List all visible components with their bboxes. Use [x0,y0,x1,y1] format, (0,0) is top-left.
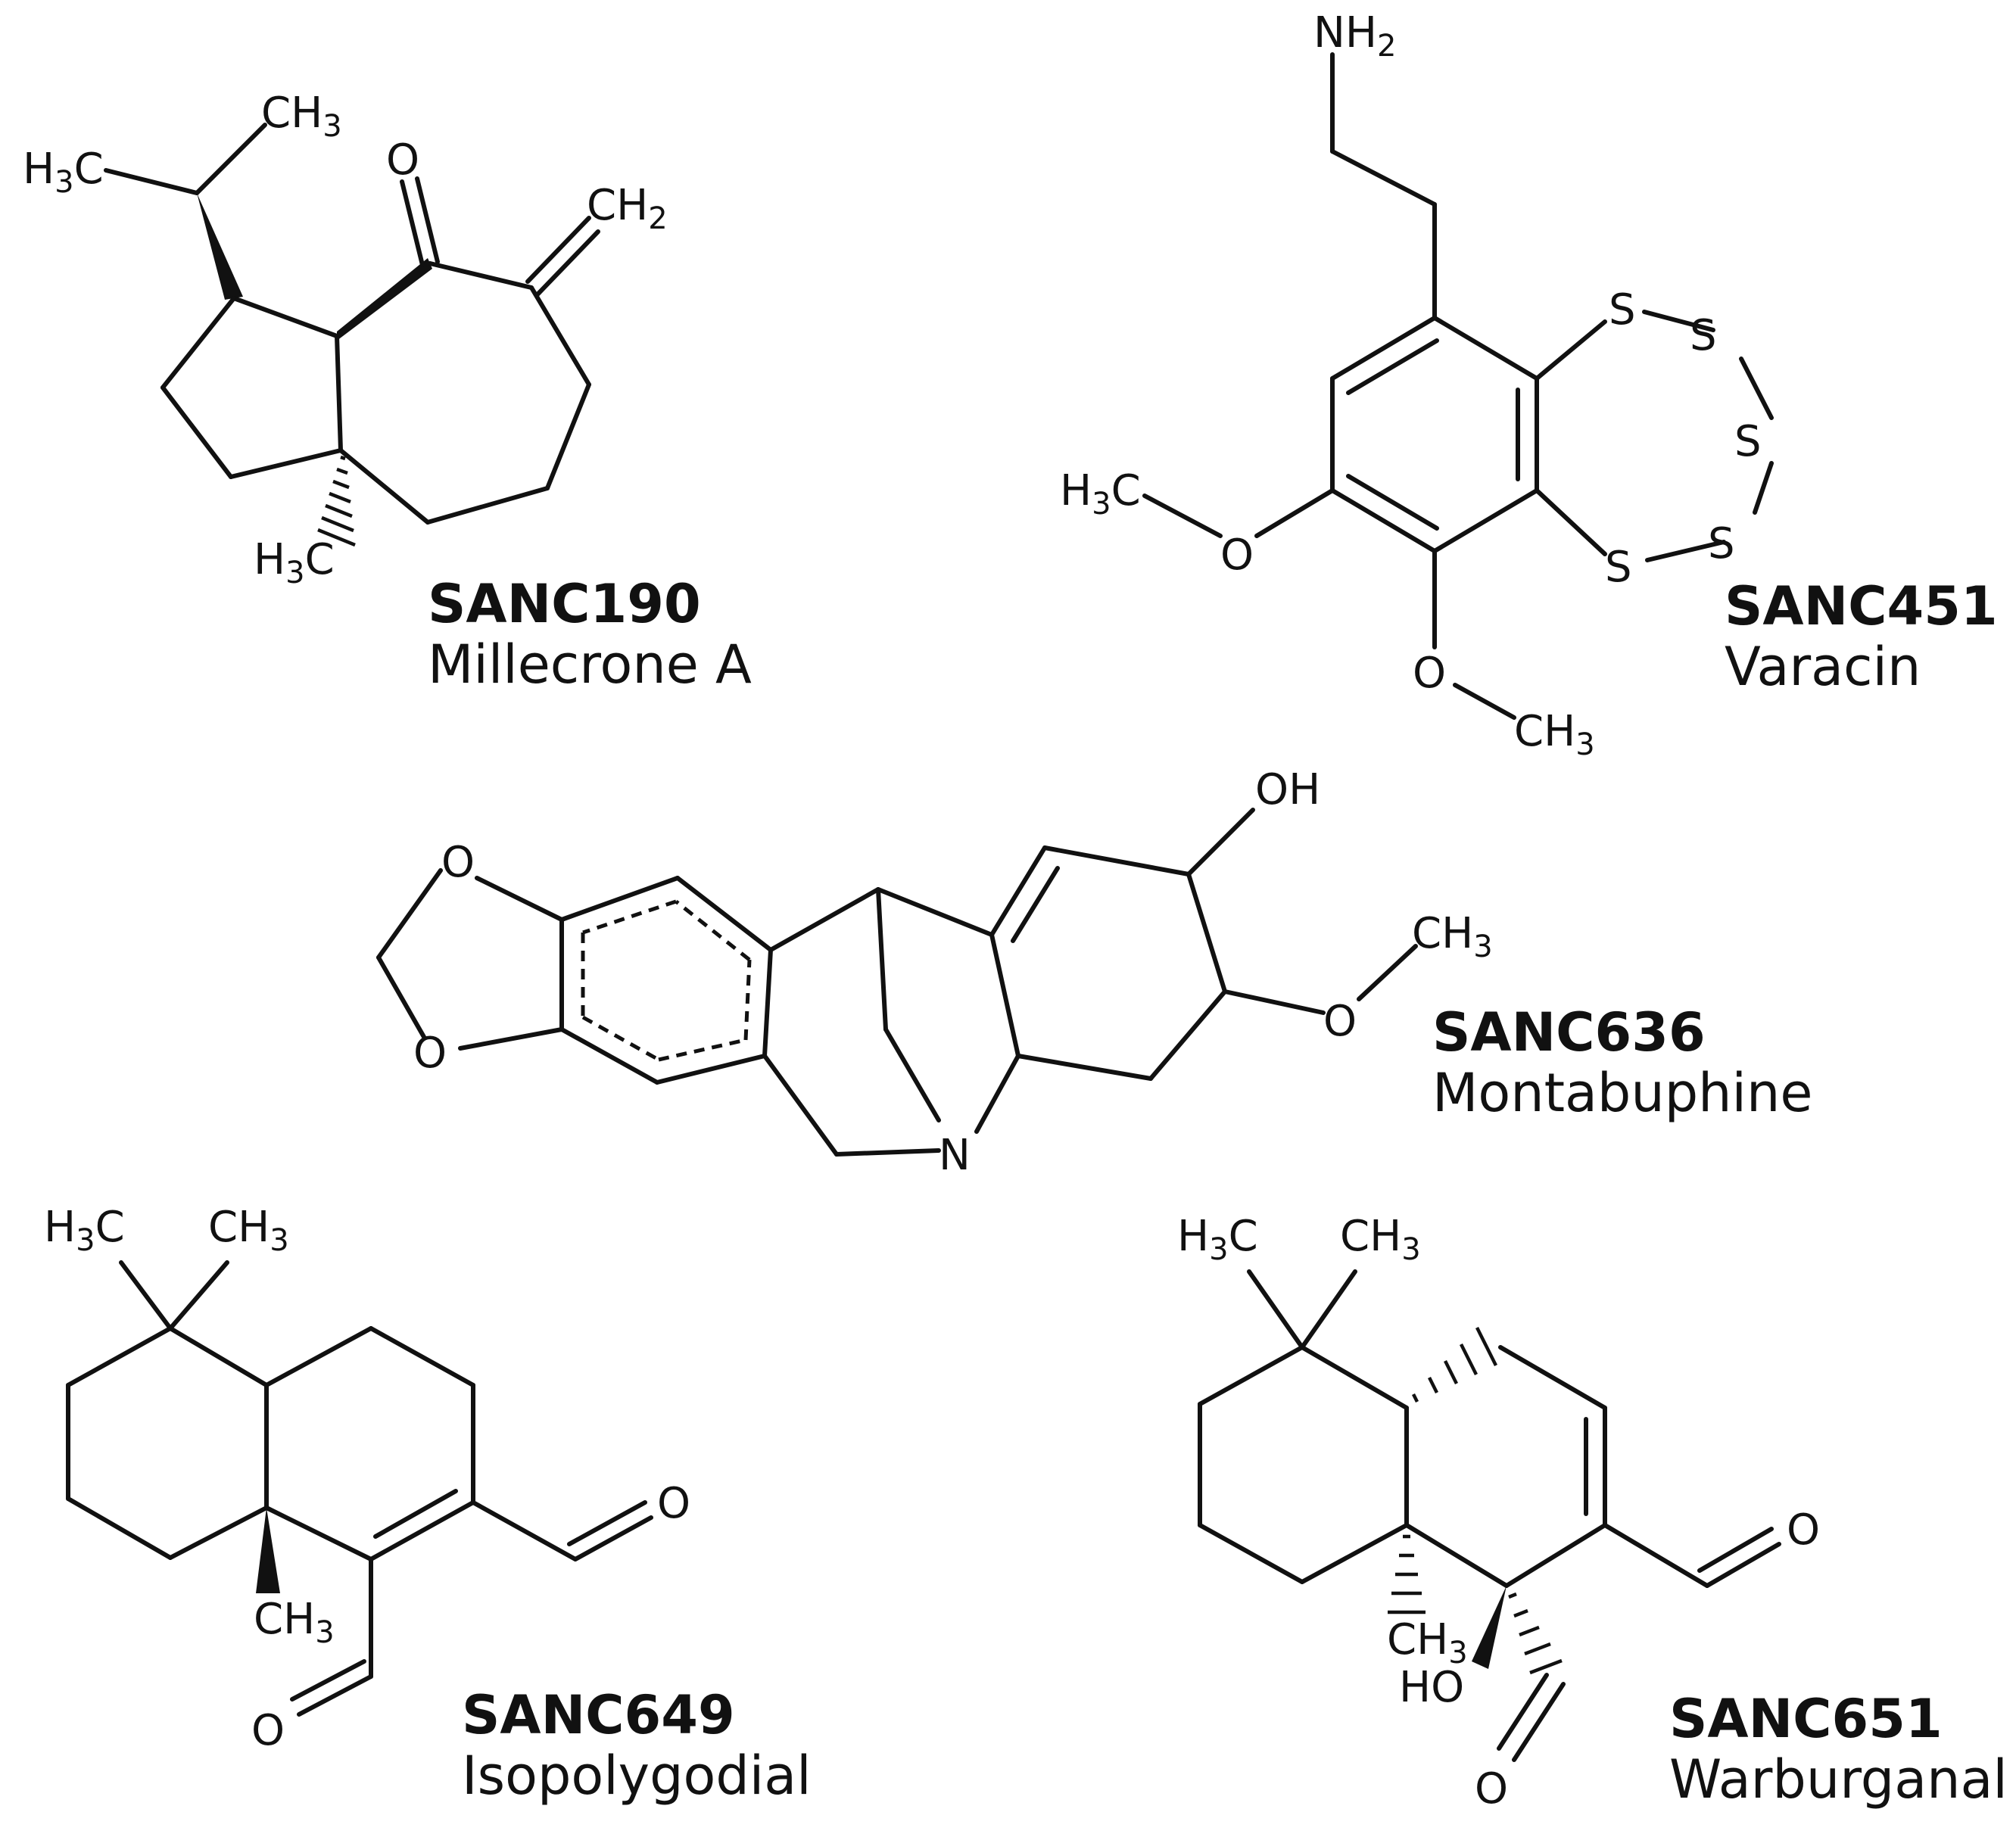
structure-sanc651: H3C CH3 CH3 HO O O [1177,1212,1820,1814]
atom-label: CH3 [261,89,342,144]
compound-name-sanc451: Varacin [1725,636,1921,698]
atom-label: CH3 [1514,707,1595,762]
hashed-bond [317,455,356,547]
atom-label: H3C [1060,466,1141,522]
compound-code-sanc651: SANC651 [1669,1688,1943,1750]
atom-label: OH [1255,765,1320,814]
atom-label: O [657,1479,690,1528]
atom-label: S [1605,543,1632,592]
structure-sanc649: H3C CH3 CH3 O O [44,1203,690,1755]
atom-label: NH2 [1313,8,1396,64]
atom-label: H3C [1177,1212,1258,1267]
atom-label: S [1609,285,1636,335]
atom-label: S [1690,311,1717,360]
structure-sanc451: NH2 S S S S S O O H3C CH3 [1060,8,1774,762]
atom-label: CH3 [1387,1615,1468,1670]
atom-label: H3C [44,1203,125,1258]
compound-name-sanc651: Warburganal [1669,1748,2008,1811]
structure-sanc190: H3C CH3 O CH2 H3C [23,89,668,590]
structure-sanc636: O O N OH O CH3 [376,765,1493,1180]
atom-label: O [1475,1764,1508,1814]
atom-label: CH3 [208,1203,289,1258]
atom-label: N [939,1131,971,1180]
compound-code-sanc190: SANC190 [428,573,701,635]
hashed-bond [1388,1534,1426,1614]
atom-label: H3C [254,535,335,590]
compound-name-sanc636: Montabuphine [1432,1062,1812,1124]
compound-name-sanc190: Millecrone A [428,634,752,696]
atom-label: HO [1399,1663,1464,1712]
atom-label: CH3 [254,1595,335,1650]
compound-name-sanc649: Isopolygodial [462,1745,812,1807]
atom-label: CH3 [1412,909,1493,964]
atom-label: H3C [23,145,104,200]
compound-code-sanc649: SANC649 [462,1684,735,1746]
atom-label: O [1787,1505,1820,1555]
atom-label: O [1323,997,1357,1046]
atom-label: CH2 [587,181,668,236]
atom-label: O [413,1029,447,1078]
atom-label: O [251,1706,285,1755]
compound-code-sanc451: SANC451 [1725,575,1998,637]
hashed-bond [1508,1592,1563,1675]
atom-label: O [1220,531,1254,580]
compound-code-sanc636: SANC636 [1432,1001,1706,1063]
atom-label: O [386,135,419,185]
atom-label: O [1413,649,1446,698]
atom-label: CH3 [1340,1212,1421,1267]
atom-label: S [1734,417,1762,466]
atom-label: O [441,838,475,887]
atom-label: S [1708,519,1735,568]
hashed-bond [1411,1326,1498,1403]
